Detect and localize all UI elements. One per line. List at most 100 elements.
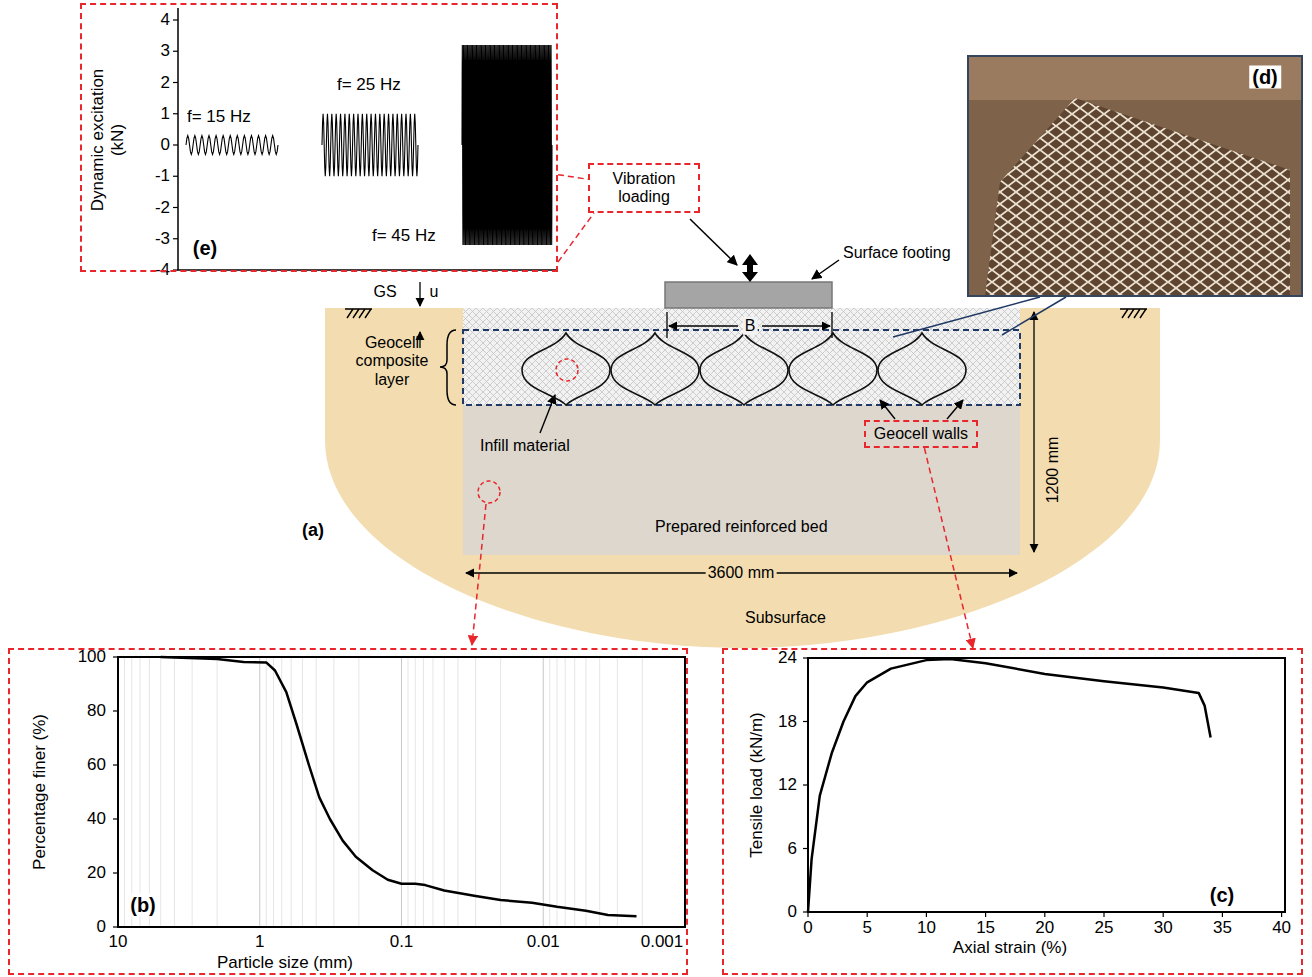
grid-line bbox=[139, 657, 140, 927]
box-text: Vibration loading bbox=[598, 170, 690, 207]
axis-tick bbox=[173, 113, 178, 114]
axis-tick bbox=[926, 912, 927, 917]
ground-symbol bbox=[345, 309, 372, 318]
tick-label: 40 bbox=[1272, 918, 1291, 938]
tick-label: 24 bbox=[778, 648, 797, 668]
part-label: GS bbox=[373, 283, 396, 301]
tick-label: 0 bbox=[788, 902, 797, 922]
grid-line bbox=[457, 657, 458, 927]
grid-line bbox=[302, 657, 303, 927]
ground-symbol bbox=[1120, 309, 1147, 318]
axis-title: Dynamic excitation (kN) bbox=[88, 55, 127, 225]
axis-title: Axial strain (%) bbox=[953, 938, 1067, 958]
axis-tick bbox=[173, 144, 178, 145]
photo-leader bbox=[1002, 297, 1066, 335]
tick-label: 35 bbox=[1213, 918, 1232, 938]
tick-label: -1 bbox=[155, 166, 170, 186]
grid-line bbox=[358, 657, 359, 927]
depth-arrow bbox=[419, 282, 420, 306]
callout-box: Geocell walls bbox=[864, 420, 978, 448]
axis-tick bbox=[1163, 912, 1164, 917]
axis-tick bbox=[173, 19, 178, 20]
tick-label: 3 bbox=[161, 41, 170, 61]
part-label: Infill material bbox=[478, 437, 572, 455]
tick-label: 18 bbox=[778, 712, 797, 732]
photo-ground bbox=[967, 55, 1303, 297]
tick-label: 100 bbox=[78, 647, 106, 667]
tensile-curve bbox=[808, 659, 1211, 912]
grid-line bbox=[131, 657, 132, 927]
panel-letter: (c) bbox=[1207, 884, 1237, 907]
tick-label: 15 bbox=[976, 918, 995, 938]
infill-leader bbox=[540, 395, 555, 433]
chart-axis bbox=[178, 8, 556, 270]
grid-line bbox=[543, 657, 544, 927]
grid-line bbox=[281, 657, 282, 927]
axis-tick bbox=[803, 784, 808, 785]
axis-tick bbox=[1281, 912, 1282, 917]
panel-frame: (e) bbox=[80, 3, 558, 272]
dashed-connector bbox=[558, 175, 588, 180]
tick-label: 1 bbox=[255, 932, 264, 952]
dimension-label: B bbox=[743, 317, 758, 335]
vibration-double-arrow bbox=[742, 254, 758, 282]
axis-tick bbox=[867, 912, 868, 917]
grid-line bbox=[599, 657, 600, 927]
frequency-label: f= 45 Hz bbox=[372, 226, 436, 246]
sample-leader bbox=[472, 504, 486, 645]
axis-tick bbox=[113, 710, 118, 711]
axis-tick bbox=[173, 82, 178, 83]
photo-leader bbox=[893, 297, 1040, 337]
part-label: Surface footing bbox=[843, 244, 951, 262]
geocell-cell bbox=[611, 333, 699, 405]
wall-leader bbox=[880, 400, 895, 419]
tick-label: 0.1 bbox=[390, 932, 414, 952]
grid-line bbox=[617, 657, 618, 927]
panel-frame: (b) bbox=[8, 648, 688, 975]
dimension-label: 1200 mm bbox=[1044, 435, 1062, 506]
panel-letter: (b) bbox=[127, 894, 159, 917]
grid-line bbox=[407, 657, 408, 927]
panel-letter: (d) bbox=[1249, 66, 1281, 89]
sample-circle bbox=[478, 481, 500, 503]
tick-label: 10 bbox=[109, 932, 128, 952]
grid-line bbox=[415, 657, 416, 927]
tick-label: 0.01 bbox=[527, 932, 560, 952]
axis-tick bbox=[985, 912, 986, 917]
dimension-label: u bbox=[430, 283, 439, 301]
dimension-tick bbox=[666, 312, 667, 338]
tick-label: -3 bbox=[155, 229, 170, 249]
axis-tick bbox=[113, 926, 118, 927]
depth-arrow bbox=[419, 332, 420, 348]
tick-label: 25 bbox=[1095, 918, 1114, 938]
tick-label: 30 bbox=[1154, 918, 1173, 938]
photo-panel: (d) bbox=[967, 55, 1303, 297]
panel-letter: (e) bbox=[193, 237, 217, 260]
axis-tick bbox=[113, 818, 118, 819]
grid-line bbox=[444, 657, 445, 927]
tick-label: 12 bbox=[778, 775, 797, 795]
sample-circle bbox=[556, 359, 578, 381]
axis-tick bbox=[173, 207, 178, 208]
layer-brace bbox=[440, 330, 456, 405]
tick-label: 20 bbox=[87, 863, 106, 883]
grid-line bbox=[333, 657, 334, 927]
grid-line bbox=[259, 657, 260, 927]
grid-line bbox=[149, 657, 150, 927]
grid-line bbox=[585, 657, 586, 927]
grid-line bbox=[291, 657, 292, 927]
tick-label: 2 bbox=[161, 73, 170, 93]
grid-line bbox=[574, 657, 575, 927]
tick-label: 0 bbox=[97, 917, 106, 937]
axis-tick bbox=[1103, 912, 1104, 917]
box-text: Geocell walls bbox=[874, 425, 968, 443]
chart-frame bbox=[118, 657, 685, 927]
grading-curve bbox=[161, 657, 637, 916]
height-dimension bbox=[1033, 312, 1034, 552]
tick-label: 0 bbox=[803, 918, 812, 938]
axis-title: Tensile load (kN/m) bbox=[747, 712, 767, 858]
geocell-cell bbox=[700, 333, 788, 405]
tick-label: 1 bbox=[161, 104, 170, 124]
